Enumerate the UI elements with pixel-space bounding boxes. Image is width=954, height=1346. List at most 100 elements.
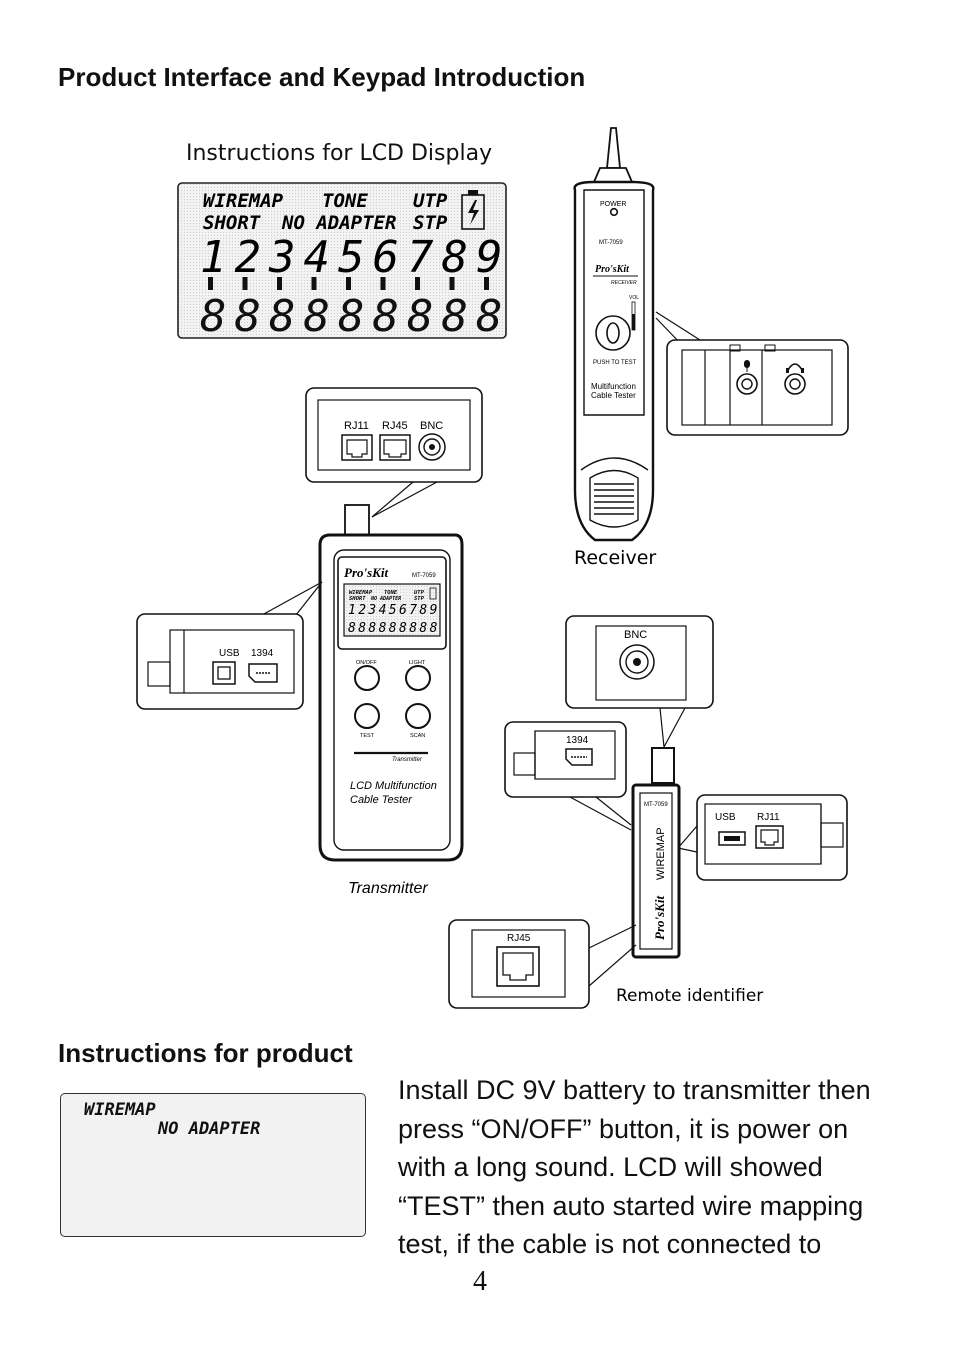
on-off-button[interactable]: [354, 665, 380, 691]
port-bnc-label: BNC: [420, 420, 443, 432]
lcd-digit: 8: [442, 232, 469, 283]
remote-bnc-port-icon: [619, 644, 655, 680]
remote-wiremap: WIREMAP: [655, 827, 667, 880]
lcd-segment-placeholder: 8: [235, 291, 262, 342]
lcd-digit: 1: [200, 232, 227, 283]
instructions-line: test, if the cable is not connected to: [398, 1229, 822, 1259]
lcd-segment-placeholder: 8: [476, 291, 503, 342]
mini-lcd-stp: STP: [414, 596, 425, 602]
page-title: Product Interface and Keypad Introductio…: [58, 62, 586, 92]
transmitter-model: MT-7059: [412, 573, 436, 579]
lcd-digit: 9: [476, 232, 503, 283]
mini-lcd-tone: TONE: [384, 590, 398, 596]
light-button[interactable]: [405, 665, 431, 691]
port-rj45-label: RJ45: [382, 420, 408, 432]
headphone-jack-icon: [784, 363, 806, 395]
lcd-caption: Instructions for LCD Display: [186, 141, 493, 166]
lcd-segment-placeholder: 8: [200, 291, 227, 342]
receiver-jack-callout: [655, 311, 849, 436]
transmitter-brand: Pro'sKit: [344, 565, 388, 580]
lcd-segment-placeholder: 8: [338, 291, 365, 342]
receiver-small-label: RECEIVER: [611, 280, 637, 286]
push-to-test-label: PUSH TO TEST: [593, 360, 637, 366]
mini-lcd-segment: 8: [399, 621, 407, 636]
lcd-tick-mark: [277, 277, 282, 290]
port-rj11-label: RJ11: [344, 420, 369, 432]
remote-1394-label: 1394: [566, 735, 589, 746]
rj11-port-icon: [341, 434, 373, 461]
lcd-segment-placeholder: 8: [442, 291, 469, 342]
scan-button[interactable]: [405, 703, 431, 729]
lcd-tick-mark: [449, 277, 455, 290]
transmitter-small-label: Transmitter: [392, 757, 423, 763]
light-label: LIGHT: [409, 660, 426, 666]
speaker-grille-icon: [580, 457, 649, 528]
instructions-line: Install DC 9V battery to transmitter the…: [398, 1075, 871, 1105]
test-label: TEST: [360, 733, 375, 739]
receiver-name-line2: Cable Tester: [591, 391, 636, 400]
transmitter-label: Transmitter: [348, 880, 428, 897]
mini-lcd-digit: 9: [430, 603, 438, 618]
lcd-segment-placeholder: 8: [373, 291, 400, 342]
remote-rj45-callout: RJ45: [448, 919, 637, 1009]
instructions-paragraph: Install DC 9V battery to transmitter the…: [398, 1071, 938, 1264]
power-led-icon: [609, 207, 619, 217]
remote-brand: Pro'sKit: [652, 896, 667, 940]
on-off-label: ON/OFF: [356, 660, 377, 666]
volume-bar-icon: [631, 301, 636, 331]
receiver-model: MT-7059: [599, 240, 623, 246]
mini-lcd-digit: 7: [409, 603, 417, 618]
lcd-digit: 6: [373, 232, 400, 283]
remote-label: Remote identifier: [616, 986, 763, 1006]
receiver-brand: Pro'sKit: [595, 264, 630, 275]
lcd-segment-placeholder: 8: [269, 291, 296, 342]
receiver-power-label: POWER: [600, 201, 626, 208]
transmitter-name-line2: Cable Tester: [350, 794, 413, 806]
remote-rj11-label: RJ11: [757, 812, 780, 823]
mini-lcd-digit: 1: [348, 603, 356, 618]
lcd-segment-placeholder: 8: [304, 291, 331, 342]
mini-lcd-segment: 8: [409, 621, 417, 636]
mini-lcd-digit: 4: [379, 603, 387, 618]
lcd-wiremap: WIREMAP: [203, 190, 284, 212]
mini-lcd-digit: 2: [358, 603, 366, 618]
port-1394-label: 1394: [251, 648, 274, 659]
section-heading-product: Instructions for product: [58, 1038, 353, 1068]
lcd-stp: STP: [413, 212, 448, 234]
transmitter-device: Pro'sKit MT-7059 WIREMAP TONE UTP SHORT …: [318, 504, 464, 862]
lcd-tick-mark: [242, 277, 248, 290]
lcd-tick-mark: [311, 277, 317, 290]
remote-firewire-port-icon: [565, 748, 593, 766]
mini-lcd-segment: 8: [419, 621, 427, 636]
push-to-test-button[interactable]: [595, 315, 631, 351]
receiver-vol-label: VOL: [629, 295, 639, 301]
mini-lcd-short: SHORT: [349, 596, 366, 602]
instructions-line: press “ON/OFF” button, it is power on: [398, 1113, 849, 1144]
lcd-short: SHORT: [203, 212, 261, 234]
lcd-segment-placeholder: 8: [407, 291, 434, 342]
transmitter-top-ports-callout: RJ11 RJ45 BNC: [305, 387, 483, 518]
transmitter-side-ports-callout: USB 1394: [136, 581, 323, 710]
lcd-utp: UTP: [413, 190, 448, 212]
lcd-tick-mark: [415, 277, 420, 290]
lcd-no-adapter: NO ADAPTER: [281, 212, 396, 234]
mini-lcd-digit: 8: [419, 603, 427, 618]
transmitter-name-line1: LCD Multifunction: [350, 780, 437, 792]
receiver-device: POWER MT-7059 Pro'sKit RECEIVER VOL PUSH…: [573, 127, 655, 542]
example-lcd-no-adapter: NO ADAPTER: [158, 1119, 261, 1139]
remote-identifier-device: MT-7059 WIREMAP Pro'sKit: [631, 747, 681, 959]
page-number: 4: [473, 1266, 487, 1297]
test-button[interactable]: [354, 703, 380, 729]
mini-lcd-digit: 6: [399, 603, 407, 618]
usb-port-icon: [212, 661, 236, 685]
remote-1394-callout: 1394: [504, 721, 632, 831]
remote-usb-rj11-callout: USB RJ11: [677, 794, 848, 881]
lcd-digit: 5: [338, 232, 365, 283]
battery-icon: [461, 190, 485, 230]
mini-lcd-digit: 5: [389, 603, 397, 618]
instructions-line: with a long sound. LCD will showed: [398, 1152, 823, 1182]
mini-lcd-segment: 8: [389, 621, 397, 636]
lcd-digit: 2: [235, 232, 262, 283]
remote-model: MT-7059: [644, 802, 668, 808]
